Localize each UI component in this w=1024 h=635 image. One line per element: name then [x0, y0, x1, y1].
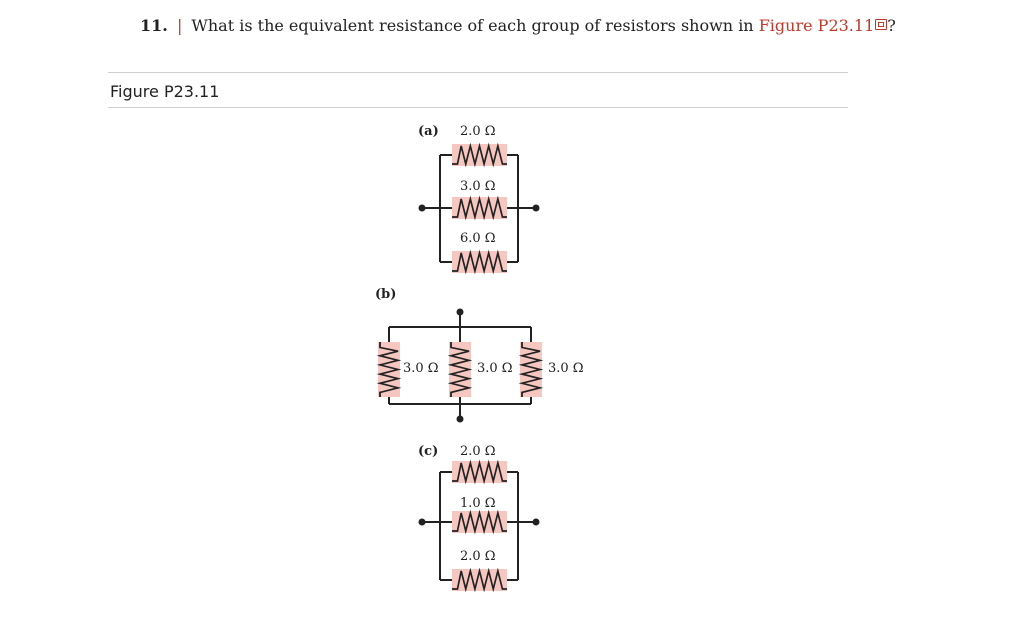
- figure-title: Figure P23.11: [110, 82, 220, 101]
- terminal-dot: [456, 308, 464, 316]
- terminal-dot: [532, 518, 540, 526]
- resistor-icon: [451, 510, 508, 534]
- resistor-icon: [519, 341, 543, 398]
- circuit-a-r1-value: 2.0 Ω: [460, 124, 496, 139]
- resistor-icon: [377, 341, 401, 398]
- circuit-a-r3-value: 6.0 Ω: [460, 231, 496, 246]
- resistor-icon: [451, 143, 508, 167]
- question-text: What is the equivalent resistance of eac…: [191, 16, 759, 35]
- circuit-c-r1-value: 2.0 Ω: [460, 444, 496, 459]
- external-link-icon[interactable]: [875, 19, 888, 30]
- terminal-dot: [456, 415, 464, 423]
- resistor-icon: [451, 196, 508, 220]
- circuit-c-r2-value: 1.0 Ω: [460, 496, 496, 511]
- circuit-c: (c) 2.0 Ω 1.0 Ω 2.0 Ω: [418, 444, 540, 592]
- circuit-b-r1-value: 3.0 Ω: [403, 361, 439, 376]
- resistor-icon: [448, 341, 472, 398]
- circuit-a: (a) 2.0 Ω 3.0 Ω 6.0 Ω: [418, 124, 540, 274]
- circuit-a-label: (a): [418, 124, 439, 139]
- circuit-c-r3-value: 2.0 Ω: [460, 549, 496, 564]
- terminal-dot: [418, 204, 426, 212]
- question-suffix: ?: [887, 16, 896, 35]
- circuit-b-label: (b): [375, 287, 396, 302]
- circuit-b: (b) 3.0 Ω 3.0 Ω 3.0 Ω: [375, 287, 584, 423]
- question: 11. | What is the equivalent resistance …: [140, 16, 896, 35]
- resistor-icon: [451, 460, 508, 484]
- circuit-c-label: (c): [418, 444, 438, 459]
- divider-bottom: [108, 107, 848, 108]
- terminal-dot: [418, 518, 426, 526]
- terminal-dot: [532, 204, 540, 212]
- question-separator: |: [176, 16, 183, 35]
- resistor-icon: [451, 568, 508, 592]
- circuit-b-r3-value: 3.0 Ω: [548, 361, 584, 376]
- circuit-b-r2-value: 3.0 Ω: [477, 361, 513, 376]
- figure-link[interactable]: Figure P23.11: [758, 16, 875, 35]
- resistor-icon: [451, 250, 508, 274]
- divider-top: [108, 72, 848, 73]
- question-number: 11.: [140, 16, 168, 35]
- circuit-a-r2-value: 3.0 Ω: [460, 179, 496, 194]
